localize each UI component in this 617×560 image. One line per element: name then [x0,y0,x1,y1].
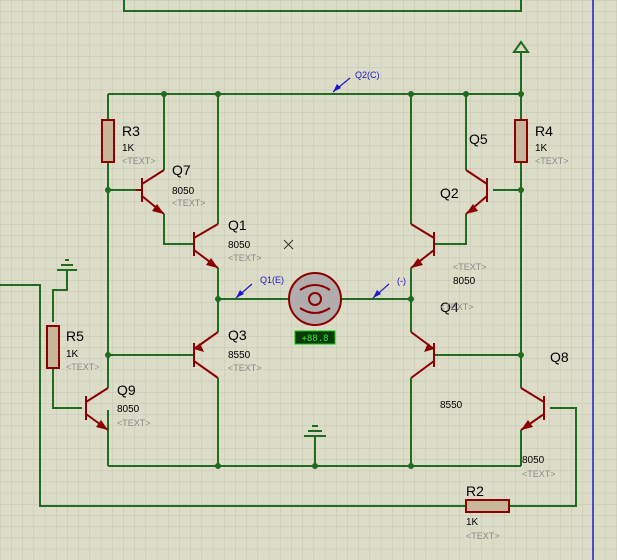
q5-ref: Q5 [469,131,488,147]
resistor-r2[interactable]: R2 1K <TEXT> [465,483,510,541]
r2-ref: R2 [466,483,484,499]
q1-ref: Q1 [228,217,247,233]
resistor-r5[interactable]: R5 1K <TEXT> [46,325,100,372]
q3-value: 8550 [228,350,251,361]
transistor-q1[interactable]: Q1 8050 <TEXT> [193,217,262,269]
cursor-marker [283,239,294,250]
junctions [105,91,524,469]
transistor-q4[interactable]: Q4 <TEXT> 8550 [410,299,474,411]
q2-tag: <TEXT> [453,262,487,272]
q9-tag: <TEXT> [117,418,151,428]
probe-minus-label: (-) [397,276,406,286]
r3-ref: R3 [122,123,140,139]
r2-value: 1K [466,517,479,528]
dc-motor[interactable] [288,272,342,326]
q1-value: 8050 [228,240,251,251]
q8-value: 8050 [522,455,545,466]
probe-q1e-label: Q1(E) [260,275,284,285]
ground-top[interactable] [57,259,77,271]
r3-value: 1K [122,143,135,154]
q4-value: 8550 [440,400,463,411]
q2-value: 8050 [453,276,476,287]
probe-minus[interactable]: (-) [372,276,406,299]
wires [0,52,577,507]
probe-q1e[interactable]: Q1(E) [235,275,284,299]
motor-readout-text: +88.8 [301,334,328,344]
power-terminal[interactable] [512,40,530,53]
r4-ref: R4 [535,123,553,139]
r4-value: 1K [535,143,548,154]
resistor-r4[interactable]: R4 1K <TEXT> [514,119,569,166]
r5-value: 1K [66,349,79,360]
resistor-r3[interactable]: R3 1K <TEXT> [101,119,156,166]
probe-q2c-label: Q2(C) [355,70,380,80]
transistor-q7[interactable]: Q7 8050 <TEXT> [136,162,206,215]
r5-ref: R5 [66,328,84,344]
r4-tag: <TEXT> [535,156,569,166]
q9-value: 8050 [117,404,140,415]
q7-value: 8050 [172,186,195,197]
q7-ref: Q7 [172,162,191,178]
r3-tag: <TEXT> [122,156,156,166]
q2-ref: Q2 [440,185,459,201]
top-wire [123,0,522,12]
r2-tag: <TEXT> [466,531,500,541]
motor-readout: +88.8 [294,330,336,345]
r5-tag: <TEXT> [66,362,100,372]
q8-ref: Q8 [550,349,569,365]
transistor-q9[interactable]: Q9 8050 <TEXT> [85,382,151,431]
q9-ref: Q9 [117,382,136,398]
q3-ref: Q3 [228,327,247,343]
q3-tag: <TEXT> [228,363,262,373]
transistor-q3[interactable]: Q3 8550 <TEXT> [193,327,262,379]
transistor-q8[interactable]: Q8 8050 <TEXT> [520,349,569,479]
ground-bottom[interactable] [304,425,326,437]
q4-ref: Q4 [440,299,459,315]
transistor-q5[interactable]: Q5 [465,131,488,215]
probe-q2c[interactable]: Q2(C) [332,70,380,93]
q4-tag: <TEXT> [440,302,474,312]
q7-tag: <TEXT> [172,198,206,208]
q8-tag: <TEXT> [522,469,556,479]
q1-tag: <TEXT> [228,253,262,263]
transistor-q2[interactable]: Q2 <TEXT> 8050 [410,185,487,287]
